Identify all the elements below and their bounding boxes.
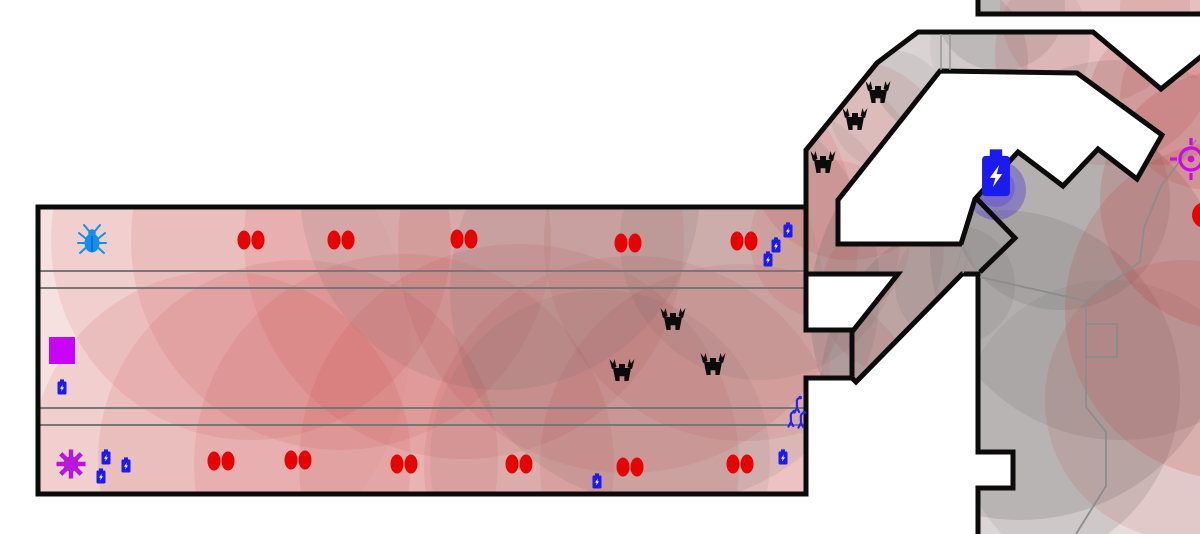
aura-circle xyxy=(1065,140,1200,480)
unexplored-room-square xyxy=(1085,323,1118,358)
top-edge-room[interactable] xyxy=(978,0,1200,14)
enemy-pair-marker[interactable] xyxy=(505,454,533,474)
aura-circle xyxy=(960,280,1200,534)
aura-circle xyxy=(935,0,1065,71)
corridor-network-wall xyxy=(803,29,1200,534)
aura-circle xyxy=(98,260,498,534)
starburst-marker[interactable] xyxy=(56,449,86,479)
large-battery-icon[interactable] xyxy=(982,149,1010,197)
enemy-pair-marker[interactable] xyxy=(327,230,355,250)
enemy-pair-marker[interactable] xyxy=(614,233,642,253)
junction-wall xyxy=(975,197,1019,274)
battery-pickup-icon[interactable] xyxy=(57,379,67,395)
robot-marker[interactable] xyxy=(810,151,836,173)
top-edge-room-wall xyxy=(975,0,1200,17)
enemy-pair-marker[interactable] xyxy=(284,450,312,470)
enemy-pair-marker[interactable] xyxy=(726,454,754,474)
red-contact-marker[interactable] xyxy=(1192,202,1200,228)
hook-item-icon[interactable] xyxy=(787,409,797,428)
aura-circle xyxy=(540,264,940,534)
robot-marker[interactable] xyxy=(865,81,891,103)
robot-marker[interactable] xyxy=(700,353,726,375)
aura-circle xyxy=(194,254,614,534)
aura-circle xyxy=(38,271,411,534)
enemy-pair-marker[interactable] xyxy=(237,230,265,250)
target-crosshair-icon[interactable] xyxy=(1170,138,1200,180)
door-seam-line xyxy=(962,245,972,274)
battery-pickup-icon[interactable] xyxy=(783,222,793,238)
robot-marker[interactable] xyxy=(660,308,686,330)
aura-circle xyxy=(430,290,770,534)
battery-pickup-icon[interactable] xyxy=(592,473,602,489)
bug-icon[interactable] xyxy=(77,224,107,254)
aura-circle xyxy=(299,244,739,534)
battery-pickup-icon[interactable] xyxy=(763,251,773,267)
enemy-pair-marker[interactable] xyxy=(616,457,644,477)
enemy-pair-marker[interactable] xyxy=(207,451,235,471)
room-main-hold[interactable] xyxy=(38,207,852,494)
battery-pickup-icon[interactable] xyxy=(778,449,788,465)
aura-circle xyxy=(1045,260,1200,534)
battery-pickup-icon[interactable] xyxy=(101,449,111,465)
aura-circle xyxy=(1100,70,1200,330)
hook-item-icon[interactable] xyxy=(793,395,803,414)
aura-circle xyxy=(38,80,410,534)
objective-square-marker[interactable] xyxy=(49,337,75,364)
robot-marker[interactable] xyxy=(609,359,635,381)
robot-marker[interactable] xyxy=(842,108,868,130)
enemy-pair-marker[interactable] xyxy=(450,229,478,249)
battery-pickup-icon[interactable] xyxy=(121,457,131,473)
battery-pickup-icon[interactable] xyxy=(96,468,106,484)
enemy-pair-marker[interactable] xyxy=(730,231,758,251)
enemy-pair-marker[interactable] xyxy=(390,454,418,474)
battery-pickup-icon[interactable] xyxy=(771,237,781,253)
unexplored-outline-branch xyxy=(979,276,1087,302)
door-seam-line xyxy=(954,244,964,273)
hook-item-icon[interactable] xyxy=(797,410,807,429)
